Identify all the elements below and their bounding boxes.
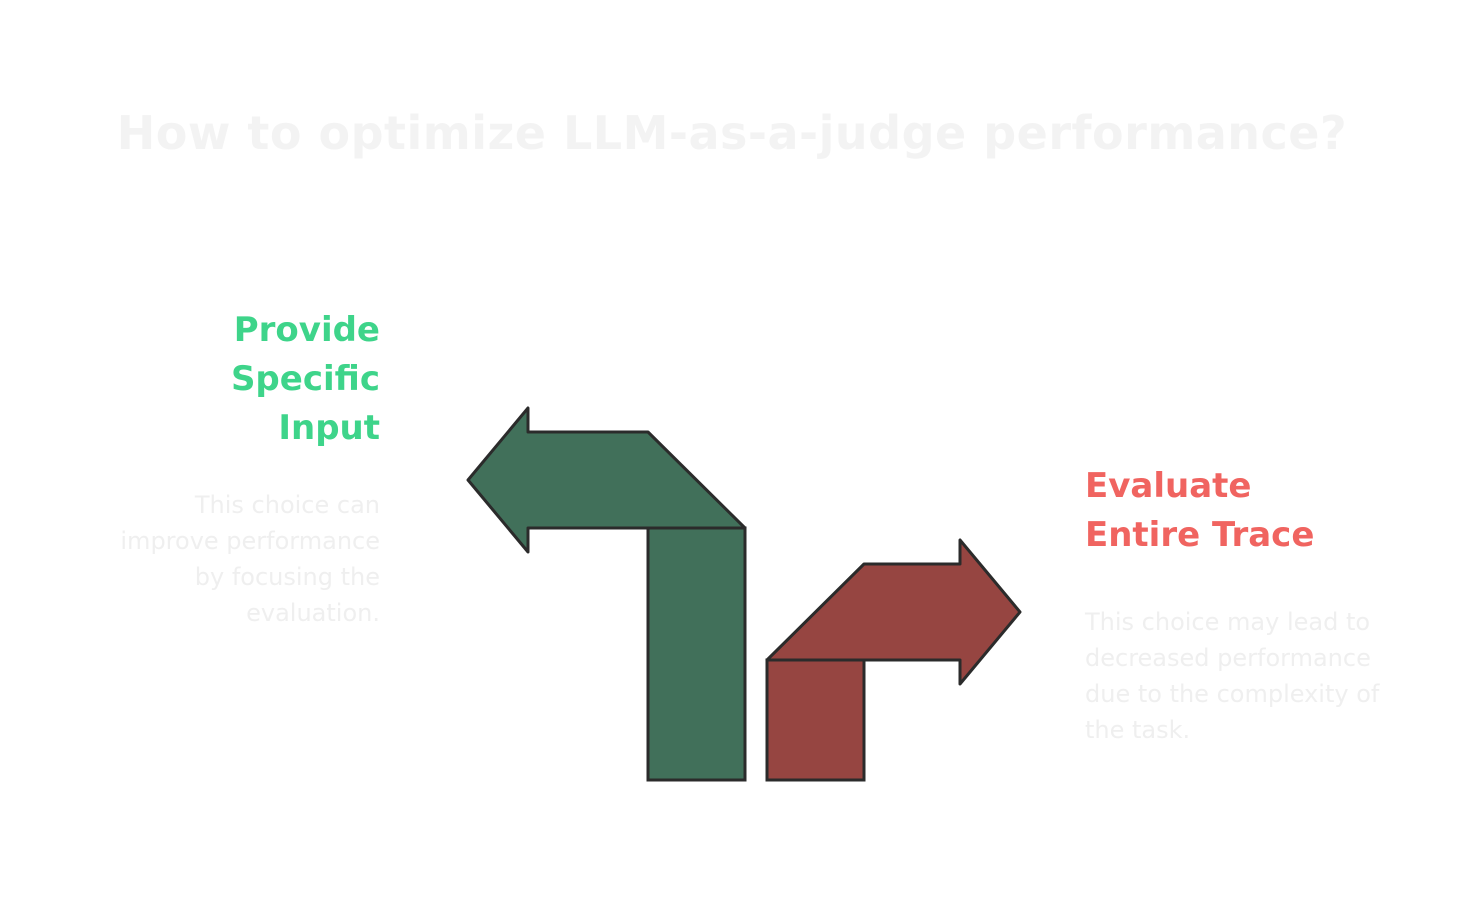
option-right-heading: Evaluate Entire Trace: [1085, 462, 1415, 560]
option-right-description: This choice may lead to decreased perfor…: [1085, 608, 1380, 744]
option-left-heading: Provide Specific Input: [120, 306, 380, 453]
option-right-heading-line: Entire Trace: [1085, 515, 1315, 555]
right-arrow-head-shaft: [765, 538, 1022, 686]
option-right-heading-line: Evaluate: [1085, 466, 1252, 506]
left-arrow-head-shaft: [466, 406, 747, 554]
option-left-heading-line: Provide: [233, 310, 380, 350]
left-arrow-stem: [646, 526, 747, 782]
option-evaluate-entire-trace: Evaluate Entire Trace This choice may le…: [1085, 462, 1415, 748]
option-left-heading-line: Input: [278, 408, 380, 448]
option-provide-specific-input: Provide Specific Input This choice can i…: [120, 306, 380, 631]
right-arrow-stem: [765, 658, 866, 782]
option-left-heading-line: Specific: [230, 359, 380, 399]
left-arrow: [466, 406, 747, 782]
diagram-title: How to optimize LLM-as-a-judge performan…: [116, 106, 1348, 160]
option-left-description: This choice can improve performance by f…: [120, 491, 380, 627]
right-arrow: [765, 538, 1022, 782]
